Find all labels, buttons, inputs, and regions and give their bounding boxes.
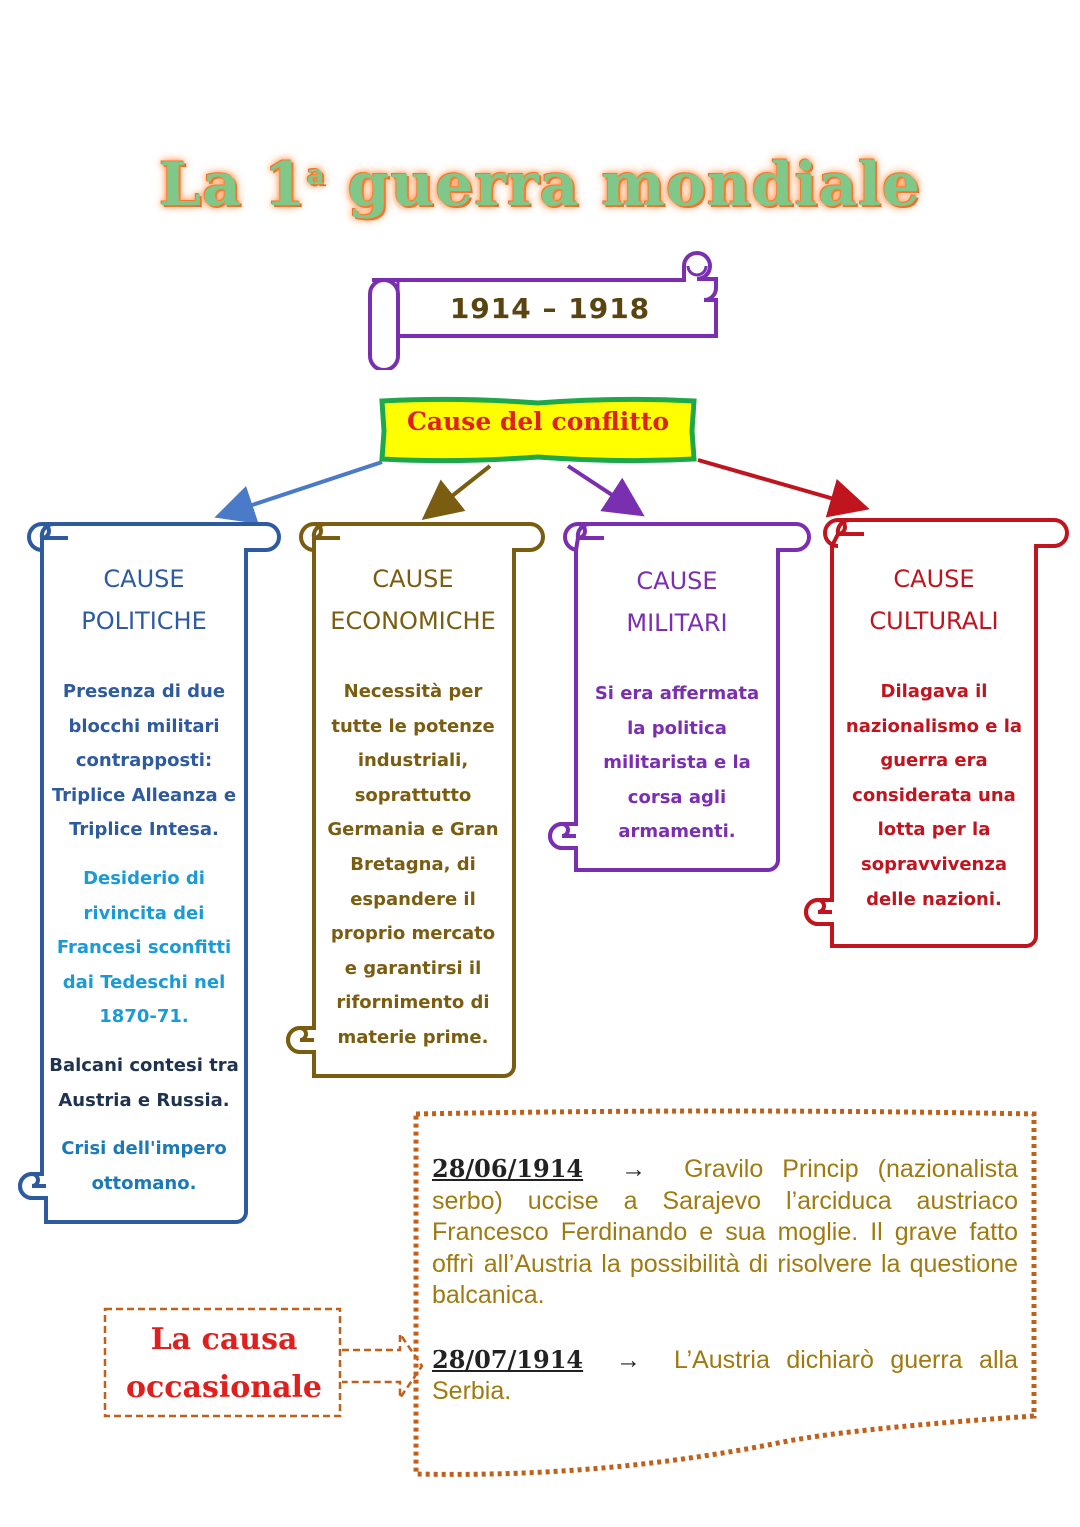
- event-1: 28/06/1914 → Gravilo Princip (nazionalis…: [432, 1153, 1018, 1312]
- politiche-paragraph-2: Desiderio di rivincita dei Francesi scon…: [56, 867, 232, 1028]
- scroll-militari: [548, 521, 811, 872]
- scroll-politiche: [18, 521, 281, 1224]
- arrow-right-icon: →: [616, 1345, 642, 1374]
- culturali-paragraph-1: Dilagava il nazionalismo e la guerra era…: [845, 681, 1023, 910]
- events-text: 28/06/1914 → Gravilo Princip (nazionalis…: [432, 1153, 1018, 1408]
- event-1-date: 28/06/1914: [432, 1154, 584, 1183]
- event-1-text: Gravilo Princip (nazionalista serbo) ucc…: [432, 1155, 1018, 1309]
- years-scroll: [368, 251, 718, 370]
- arrow-politiche: [214, 460, 383, 524]
- body-economiche: Necessità per tutte le potenze industria…: [324, 675, 502, 1056]
- events-frame: [413, 1108, 1037, 1477]
- body-militari: Si era affermata la politica militarista…: [590, 677, 764, 850]
- politiche-paragraph-3: Balcani contesi tra Austria e Russia.: [49, 1054, 239, 1111]
- economiche-paragraph-1: Necessità per tutte le potenze industria…: [327, 681, 499, 1048]
- causes-header-box: [379, 396, 697, 464]
- page-title: La 1a guerra mondiale: [158, 150, 922, 220]
- event-2-date: 28/07/1914: [432, 1344, 584, 1374]
- event-2-text: L’Austria dichiarò guerra alla Serbia.: [432, 1345, 1018, 1406]
- occasional-cause-box: [103, 1307, 424, 1418]
- years-label: 1914 – 1918: [449, 292, 651, 325]
- arrow-economiche: [421, 464, 492, 520]
- militari-paragraph-1: Si era affermata la politica militarista…: [594, 683, 760, 843]
- body-politiche: Presenza di due blocchi militari contrap…: [46, 675, 242, 1201]
- arrow-right-icon: →: [621, 1155, 647, 1183]
- scroll-economiche: [286, 521, 545, 1078]
- scroll-culturali: [804, 517, 1069, 948]
- politiche-paragraph-1: Presenza di due blocchi militari contrap…: [51, 681, 237, 841]
- arrow-militari: [566, 464, 645, 517]
- arrow-culturali: [697, 458, 870, 518]
- body-culturali: Dilagava il nazionalismo e la guerra era…: [842, 675, 1026, 917]
- politiche-paragraph-4: Crisi dell'impero ottomano.: [61, 1138, 227, 1194]
- event-2: 28/07/1914 → L’Austria dichiarò guerra a…: [432, 1344, 1018, 1408]
- causes-header: Cause del conflitto: [406, 407, 670, 436]
